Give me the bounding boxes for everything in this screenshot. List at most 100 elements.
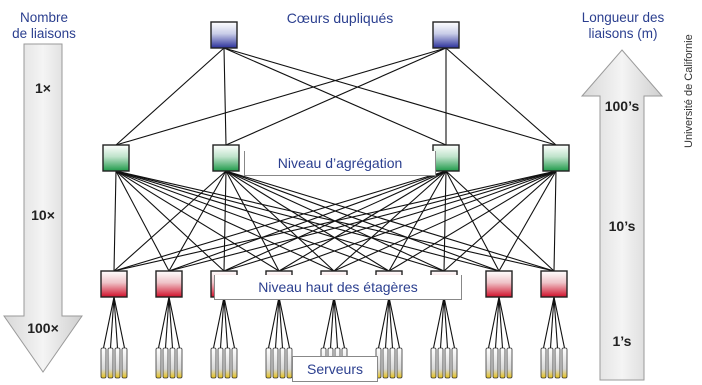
- left-arrow-label-100x: 100×: [27, 320, 59, 336]
- aggregation-layer-label: Niveau d’agrégation: [244, 151, 436, 176]
- tor-server-link: [113, 296, 119, 349]
- right-arrow: [580, 49, 664, 381]
- server: [176, 347, 183, 379]
- left-arrow-label-1x: 1×: [35, 80, 51, 96]
- agg-tor-link: [223, 170, 557, 272]
- server: [382, 347, 389, 379]
- agg-tor-link: [553, 170, 557, 272]
- tor-switch: [155, 270, 183, 298]
- agg-tor-link: [223, 170, 227, 272]
- tor-server-link: [443, 296, 449, 349]
- agg-tor-link: [333, 170, 557, 272]
- tor-server-link: [157, 296, 170, 349]
- tor-server-link: [329, 296, 335, 349]
- server: [107, 347, 114, 379]
- credit-text: Université de Californie: [683, 34, 695, 148]
- core-switch: [210, 21, 238, 49]
- server: [444, 347, 451, 379]
- tor-server-link: [333, 296, 346, 349]
- agg-tor-link: [225, 170, 280, 272]
- server: [451, 347, 458, 379]
- agg-tor-link: [113, 170, 227, 272]
- aggregation-switch: [542, 144, 570, 172]
- tor-server-link: [439, 296, 445, 349]
- core-agg-link: [115, 47, 447, 146]
- server: [506, 347, 513, 379]
- server: [272, 347, 279, 379]
- left-arrow-label-10x: 10×: [31, 207, 55, 223]
- tor-server-link: [432, 296, 445, 349]
- tor-server-link: [542, 296, 555, 349]
- tor-server-link: [322, 296, 335, 349]
- agg-tor-link: [443, 170, 557, 272]
- server: [540, 347, 547, 379]
- agg-tor-link: [168, 170, 227, 272]
- tor-server-link: [388, 296, 394, 349]
- agg-tor-link: [115, 170, 170, 272]
- server: [547, 347, 554, 379]
- agg-tor-link: [113, 170, 557, 272]
- server: [114, 347, 121, 379]
- server: [100, 347, 107, 379]
- right-arrow-label-10s: 10’s: [608, 218, 636, 234]
- server: [499, 347, 506, 379]
- tor-server-link: [223, 296, 229, 349]
- tor-server-link: [168, 296, 174, 349]
- tor-server-link: [549, 296, 555, 349]
- server: [162, 347, 169, 379]
- tor-server-link: [212, 296, 225, 349]
- core-layer-label: Cœurs dupliqués: [270, 10, 410, 26]
- aggregation-switch: [102, 144, 130, 172]
- server: [121, 347, 128, 379]
- core-agg-link: [115, 47, 225, 146]
- agg-tor-link: [278, 170, 557, 272]
- tor-server-link: [384, 296, 390, 349]
- server: [492, 347, 499, 379]
- tor-server-link: [333, 296, 339, 349]
- core-agg-link: [223, 47, 557, 146]
- server: [224, 347, 231, 379]
- server: [554, 347, 561, 379]
- tor-server-link: [219, 296, 225, 349]
- right-arrow-title-line2: liaisons (m): [588, 26, 658, 41]
- tor-server-link: [223, 296, 236, 349]
- tor-switch: [540, 270, 568, 298]
- tor-server-link: [553, 296, 566, 349]
- aggregation-switch: [432, 144, 460, 172]
- server: [389, 347, 396, 379]
- server: [169, 347, 176, 379]
- right-arrow-label-1s: 1’s: [612, 333, 632, 349]
- tor-server-link: [553, 296, 559, 349]
- core-agg-link: [445, 47, 557, 146]
- core-switch: [432, 21, 460, 49]
- server: [210, 347, 217, 379]
- server: [217, 347, 224, 379]
- agg-tor-link: [498, 170, 557, 272]
- server: [430, 347, 437, 379]
- tor-server-link: [102, 296, 115, 349]
- server: [155, 347, 162, 379]
- server: [396, 347, 403, 379]
- tor-server-link: [494, 296, 500, 349]
- tor-server-link: [267, 296, 280, 349]
- agg-tor-link: [113, 170, 117, 272]
- tor-layer-label: Niveau haut des étagères: [214, 275, 462, 300]
- tor-switch: [485, 270, 513, 298]
- server: [485, 347, 492, 379]
- server: [265, 347, 272, 379]
- agg-tor-link: [388, 170, 557, 272]
- tor-server-link: [443, 296, 456, 349]
- tor-server-link: [498, 296, 504, 349]
- agg-tor-link: [168, 170, 557, 272]
- right-arrow-title-line1: Longueur des: [581, 10, 665, 25]
- tor-server-link: [164, 296, 170, 349]
- tor-server-link: [109, 296, 115, 349]
- tor-server-link: [278, 296, 291, 349]
- tor-server-link: [278, 296, 284, 349]
- tor-server-link: [388, 296, 401, 349]
- core-agg-link: [223, 47, 227, 146]
- server: [279, 347, 286, 379]
- left-arrow: [3, 43, 83, 373]
- server: [231, 347, 238, 379]
